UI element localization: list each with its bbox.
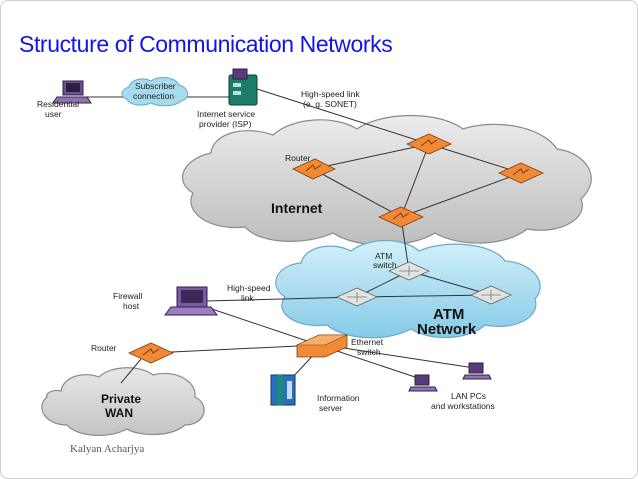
private-wan-cloud [41, 367, 205, 436]
atm-network-label: ATM Network [417, 306, 477, 338]
atm-switch-label: ATM switch [373, 251, 397, 270]
residential-user-label: Residential user [37, 99, 81, 119]
high-speed-link-top-label: High-speed link (e. g. SONET) [301, 89, 362, 109]
link-router-top-right [428, 143, 522, 174]
link-firewall-ethernet [205, 306, 320, 346]
link-atm-top-right [408, 270, 492, 296]
link-router-top-bottom [400, 143, 430, 218]
isp-label: Internet service provider (ISP) [197, 109, 258, 129]
atm-switch-icon [470, 285, 512, 305]
link-router-ethernet [150, 344, 320, 354]
atm-switch-icon [388, 261, 430, 281]
internet-label: Internet [271, 200, 323, 216]
link-firewall-atm [205, 296, 358, 302]
ethernet-switch-icon [296, 334, 348, 358]
router-icon [378, 206, 424, 228]
high-speed-link-mid-label: High-speed link [227, 283, 273, 303]
link-router-left-bottom [312, 168, 402, 218]
ethernet-switch-label: Ethernet switch [351, 337, 386, 357]
router-icon [498, 162, 544, 184]
link-ethernet-lan2 [336, 346, 482, 370]
slide-footer: Kalyan Acharjya [70, 443, 145, 455]
information-server-icon [270, 374, 296, 406]
link-router-left-top [312, 143, 430, 170]
lan-pc-icon [462, 362, 492, 380]
router-private-label: Router [91, 343, 117, 353]
link-router-right-bottom [400, 172, 522, 218]
residential-user-pc-icon [52, 80, 92, 104]
router-icon [128, 342, 174, 364]
subscriber-connection-label: Subscriber connection [133, 81, 178, 101]
link-ethernet-lan1 [330, 348, 428, 382]
lan-pcs-label: LAN PCs and workstations [431, 391, 495, 411]
link-atm-left-right [356, 294, 492, 298]
firewall-host-label: Firewall host [113, 291, 145, 311]
lan-pc-icon [408, 374, 438, 392]
router-icon [292, 158, 336, 180]
link-isp-router-top [256, 88, 430, 145]
firewall-host-icon [164, 286, 218, 316]
private-wan-label: Private WAN [101, 392, 144, 420]
router-internet-label: Router [285, 153, 311, 163]
router-icon [406, 133, 452, 155]
isp-server-icon [228, 68, 258, 106]
atm-cloud [275, 240, 541, 339]
slide-title: Structure of Communication Networks [19, 31, 393, 57]
internet-cloud [181, 115, 592, 246]
information-server-label: Information server [317, 393, 362, 413]
link-router-wan [120, 358, 142, 384]
subscriber-connection-cloud [121, 77, 188, 107]
atm-switch-icon [336, 287, 378, 307]
